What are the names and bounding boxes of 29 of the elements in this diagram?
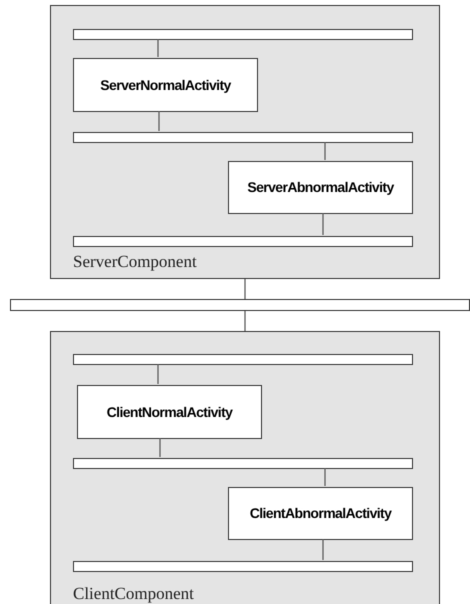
connector-line: [322, 213, 324, 235]
bar: [10, 299, 470, 311]
activity-label: ClientNormalActivity: [106, 402, 232, 422]
connector-line: [322, 539, 324, 560]
activity-label: ServerNormalActivity: [100, 76, 231, 95]
bar: [73, 458, 413, 469]
bar: [73, 561, 413, 572]
bar: [73, 236, 413, 247]
component-label: ServerComponent: [73, 253, 197, 270]
component-box: [50, 5, 440, 279]
connector-line: [244, 279, 246, 299]
activity-label: ServerAbnormalActivity: [247, 178, 394, 197]
activity-box: [73, 58, 258, 112]
connector-line: [324, 142, 326, 160]
bar: [73, 354, 413, 365]
bar: [73, 132, 413, 143]
connector-line: [244, 311, 246, 331]
activity-box: [228, 487, 413, 540]
component-label: ClientComponent: [73, 585, 194, 602]
connector-line: [159, 438, 161, 457]
connector-line: [157, 364, 159, 384]
activity-label: ClientAbnormalActivity: [250, 504, 392, 523]
connector-line: [324, 468, 326, 486]
activity-box: [77, 385, 262, 439]
connector-line: [158, 111, 160, 131]
connector-line: [157, 39, 159, 57]
activity-box: [228, 161, 413, 214]
bar: [73, 29, 413, 40]
component-box: [50, 331, 440, 604]
